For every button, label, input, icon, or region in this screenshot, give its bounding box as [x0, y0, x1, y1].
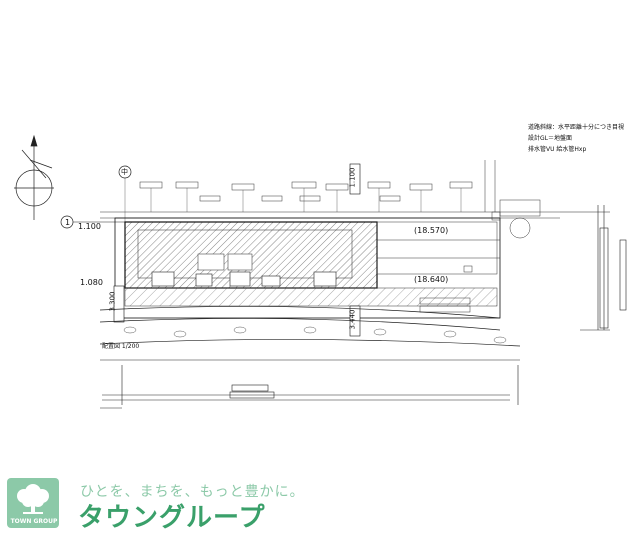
grid-marker-1: 1 — [65, 218, 71, 227]
brand-tagline: ひとを、まちを、もっと豊かに。 — [80, 484, 305, 500]
grid-marker-chu: 中 — [121, 168, 128, 176]
bottom-length-dimension: (18.640) — [414, 275, 449, 284]
logo-text: TOWN GROUP — [10, 518, 58, 525]
pipe-note: 排水管VU 給水管Hxp — [528, 146, 587, 153]
brand-wordmark: タウングループ — [78, 503, 266, 533]
right-vertical-dimension: 3.440 — [348, 309, 357, 330]
tree-icon — [7, 478, 59, 528]
left-depth-dimension: 3.300 — [108, 291, 117, 312]
top-right-vertical-dimension: 1.100 — [348, 167, 357, 188]
site-plan-drawing — [14, 134, 627, 409]
scale-label: 配置図 1/200 — [102, 343, 140, 350]
design-gl-note: 設計GL＝地盤面 — [528, 135, 572, 142]
north-arrow-icon — [14, 134, 54, 220]
left-mid-dimension: 1.080 — [80, 278, 103, 287]
road-slope-note: 道路斜線：水平距離十分につき目視 — [528, 124, 625, 131]
top-length-dimension: (18.570) — [414, 226, 449, 235]
left-top-dimension: 1.100 — [78, 222, 101, 231]
